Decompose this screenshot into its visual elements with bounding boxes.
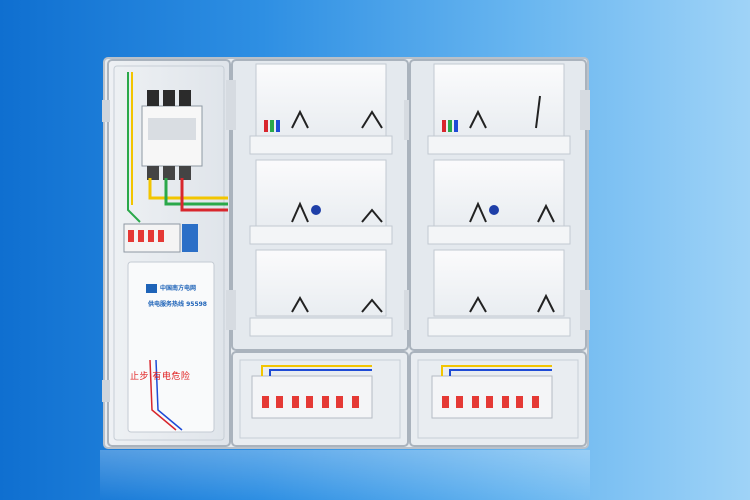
breaker-box-left <box>231 351 409 447</box>
green-wire <box>164 178 228 206</box>
meter-column-left <box>226 59 414 351</box>
yellow-wire <box>148 178 228 200</box>
grid-logo-label: 中国南方电网 <box>160 285 197 292</box>
floor-reflection <box>100 450 590 500</box>
power-grid-logo-icon <box>146 284 157 293</box>
red-wire <box>180 178 228 212</box>
danger-warning-label: 止步 有电危险 <box>130 372 191 382</box>
service-plate <box>127 261 215 433</box>
service-hotline-label: 供电服务热线 95598 <box>148 301 207 308</box>
breaker-box-right <box>409 351 587 447</box>
main-switch-column <box>102 59 231 447</box>
meter-column-right <box>409 59 590 351</box>
